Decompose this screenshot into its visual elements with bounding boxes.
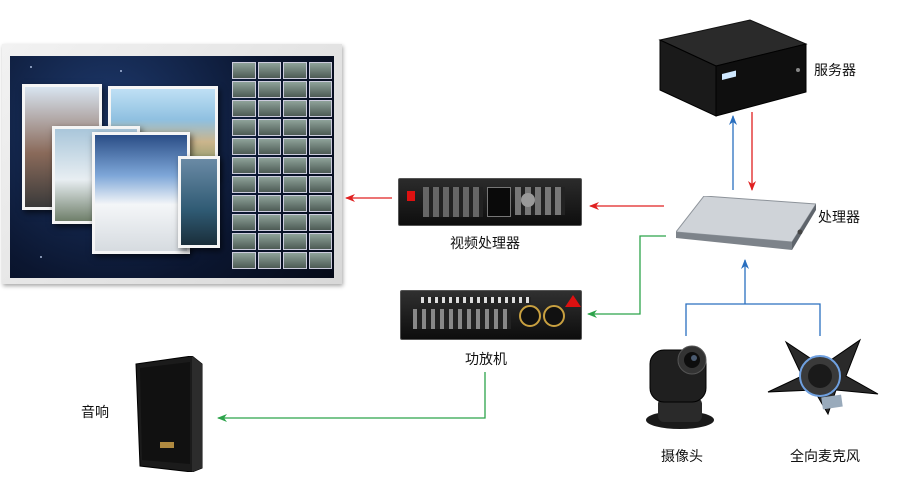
arrow-amplifier-to-speaker <box>218 372 485 418</box>
line-camera-mic-bus <box>686 304 820 336</box>
arrow-processor-to-amplifier <box>588 236 666 314</box>
